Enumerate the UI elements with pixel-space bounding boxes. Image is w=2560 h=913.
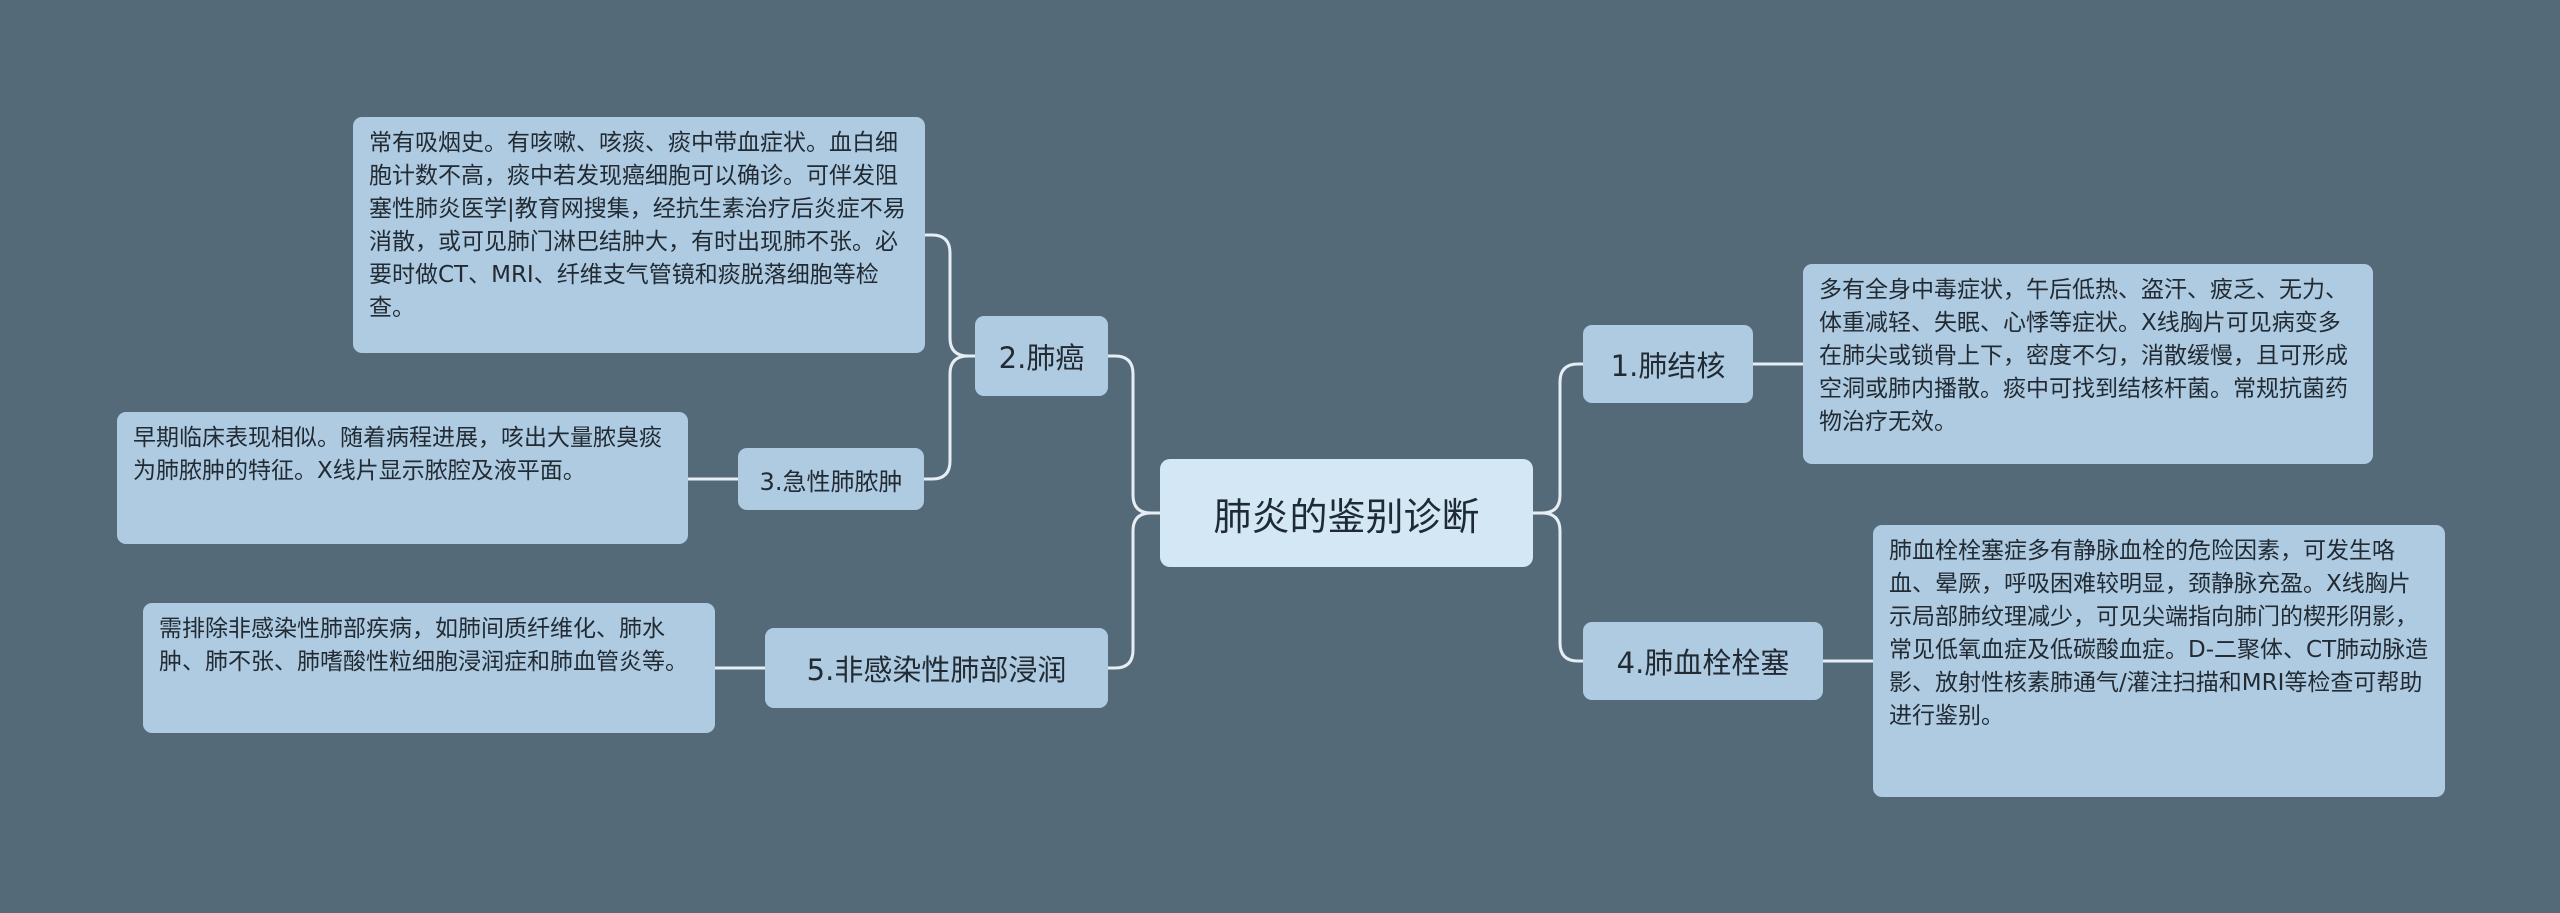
link-root-noninfectious — [1108, 511, 1160, 670]
branch-lung-abscess[interactable]: 3.急性肺脓肿 — [738, 448, 924, 510]
link-lung-cancer-detail — [925, 233, 975, 358]
detail-lung-abscess: 早期临床表现相似。随着病程进展，咳出大量脓臭痰为肺脓肿的特征。X线片显示脓腔及液… — [117, 412, 688, 544]
detail-pulmonary-embolism-text: 肺血栓栓塞症多有静脉血栓的危险因素，可发生咯血、晕厥，呼吸困难较明显，颈静脉充盈… — [1889, 538, 2429, 729]
detail-noninfectious-infiltrate: 需排除非感染性肺部疾病，如肺间质纤维化、肺水肿、肺不张、肺嗜酸性粒细胞浸润症和肺… — [143, 603, 715, 733]
branch-noninfectious-infiltrate[interactable]: 5.非感染性肺部浸润 — [765, 628, 1108, 708]
detail-lung-cancer-text: 常有吸烟史。有咳嗽、咳痰、痰中带血症状。血白细胞计数不高，痰中若发现癌细胞可以确… — [369, 130, 906, 321]
branch-tuberculosis[interactable]: 1.肺结核 — [1583, 325, 1753, 403]
detail-lung-abscess-text: 早期临床表现相似。随着病程进展，咳出大量脓臭痰为肺脓肿的特征。X线片显示脓腔及液… — [133, 425, 662, 484]
branch-pulmonary-embolism[interactable]: 4.肺血栓栓塞 — [1583, 622, 1823, 700]
detail-noninfectious-infiltrate-text: 需排除非感染性肺部疾病，如肺间质纤维化、肺水肿、肺不张、肺嗜酸性粒细胞浸润症和肺… — [159, 616, 688, 675]
link-root-tuberculosis — [1533, 362, 1583, 515]
detail-tuberculosis-text: 多有全身中毒症状，午后低热、盗汗、疲乏、无力、体重减轻、失眠、心悸等症状。X线胸… — [1819, 277, 2348, 435]
branch-lung-cancer[interactable]: 2.肺癌 — [975, 316, 1108, 396]
root-topic[interactable]: 肺炎的鉴别诊断 — [1160, 459, 1533, 567]
link-lung-cancer-abscess — [924, 354, 975, 481]
detail-pulmonary-embolism: 肺血栓栓塞症多有静脉血栓的危险因素，可发生咯血、晕厥，呼吸困难较明显，颈静脉充盈… — [1873, 525, 2445, 797]
detail-lung-cancer: 常有吸烟史。有咳嗽、咳痰、痰中带血症状。血白细胞计数不高，痰中若发现癌细胞可以确… — [353, 117, 925, 353]
detail-tuberculosis: 多有全身中毒症状，午后低热、盗汗、疲乏、无力、体重减轻、失眠、心悸等症状。X线胸… — [1803, 264, 2373, 464]
link-root-embolism — [1533, 511, 1583, 663]
link-root-lung-cancer — [1108, 354, 1160, 515]
